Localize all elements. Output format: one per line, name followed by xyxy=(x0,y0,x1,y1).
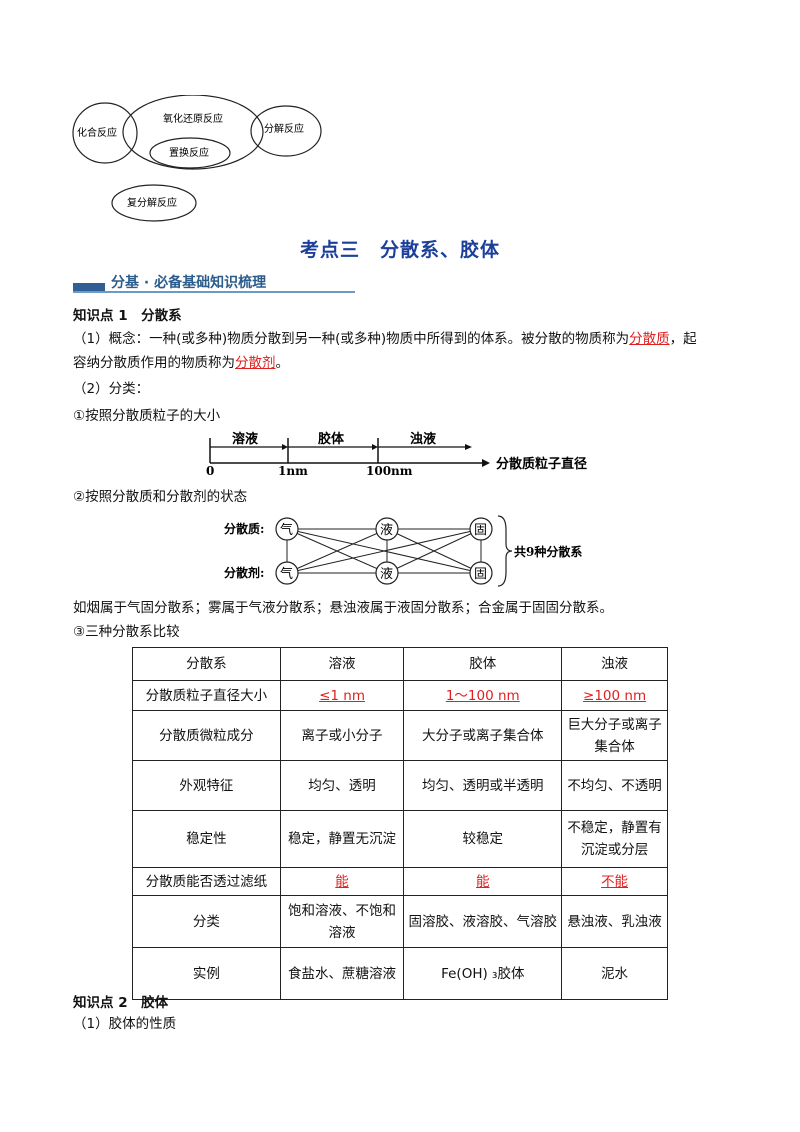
dispersant-term: 分散剂 xyxy=(235,355,276,371)
venn-displacement-label: 置换反应 xyxy=(169,146,209,159)
table-cell: 不均匀、不透明 xyxy=(561,760,668,811)
table-cell: 1～100 nm xyxy=(403,680,563,711)
row-label: 稳定性 xyxy=(132,810,281,868)
table-cell: 均匀、透明 xyxy=(279,760,405,811)
table-cell: 离子或小分子 xyxy=(279,710,405,761)
table-row: 分散质微粒成分 离子或小分子 大分子或离子集合体 巨大分子或离子集合体 xyxy=(132,710,668,761)
solid-top: 固 xyxy=(474,523,487,538)
banner-text: 分基 · 必备基础知识梳理 xyxy=(111,275,267,291)
kp2-properties: （1）胶体的性质 xyxy=(73,1016,177,1032)
table-header-cell: 溶液 xyxy=(279,647,405,681)
total-combinations-label: 共9种分散系 xyxy=(514,544,582,559)
axis-seg-solution: 溶液 xyxy=(232,431,258,447)
table-cell: 均匀、透明或半透明 xyxy=(403,760,563,811)
axis-tick-0: 0 xyxy=(206,464,214,476)
kp1-compare: ③三种分散系比较 xyxy=(73,624,180,640)
kp1-by-state: ②按照分散质和分散剂的状态 xyxy=(73,489,248,505)
venn-combination-label: 化合反应 xyxy=(77,126,117,139)
kp1-classify: （2）分类： xyxy=(73,381,150,397)
table-cell: ≤1 nm xyxy=(279,680,405,711)
table-row: 实例 食盐水、蔗糖溶液 Fe(OH) ₃胶体 泥水 xyxy=(132,947,668,1000)
row-label: 分散质粒子直径大小 xyxy=(132,680,281,711)
section-title: 考点三 分散系、胶体 xyxy=(299,239,500,261)
table-cell: 巨大分子或离子集合体 xyxy=(561,710,668,761)
row-label: 分散质微粒成分 xyxy=(132,710,281,761)
axis-label: 分散质粒子直径 xyxy=(496,456,587,472)
row-label: 外观特征 xyxy=(132,760,281,811)
table-cell: Fe(OH) ₃胶体 xyxy=(403,947,563,1000)
table-cell: 不稳定，静置有沉淀或分层 xyxy=(561,810,668,868)
table-cell: 稳定，静置无沉淀 xyxy=(279,810,405,868)
dispersion-state-diagram: 分散质: 分散剂: 气 液 固 气 液 固 共9种分散系 xyxy=(224,515,582,587)
table-cell: 食盐水、蔗糖溶液 xyxy=(279,947,405,1000)
venn-redox-label: 氧化还原反应 xyxy=(163,112,223,125)
banner-block xyxy=(73,283,105,291)
table-cell: ≥100 nm xyxy=(561,680,668,711)
axis-tick-100nm: 100nm xyxy=(366,464,413,476)
table-cell: 固溶胶、液溶胶、气溶胶 xyxy=(403,895,563,948)
dispersion-comparison-table: 分散系 溶液 胶体 浊液 分散质粒子直径大小 ≤1 nm 1～100 nm ≥1… xyxy=(132,647,668,1000)
dispersoid-term: 分散质 xyxy=(629,331,670,347)
kp2-heading: 知识点 2 胶体 xyxy=(73,995,169,1011)
solid-bottom: 固 xyxy=(474,567,487,582)
liquid-bottom: 液 xyxy=(380,567,393,582)
concept-text-2: ，起 xyxy=(669,331,697,347)
table-cell: 泥水 xyxy=(561,947,668,1000)
concept-text-1: （1）概念：一种(或多种)物质分散到另一种(或多种)物质中所得到的体系。被分散的… xyxy=(73,331,630,347)
table-row: 分类 饱和溶液、不饱和溶液 固溶胶、液溶胶、气溶胶 悬浊液、乳浊液 xyxy=(132,895,668,948)
axis-seg-suspension: 浊液 xyxy=(410,431,436,447)
venn-double-decomposition-label: 复分解反应 xyxy=(127,196,177,209)
row-label: 分类 xyxy=(132,895,281,948)
table-cell: 悬浊液、乳浊液 xyxy=(561,895,668,948)
table-row: 分散质粒子直径大小 ≤1 nm 1～100 nm ≥100 nm xyxy=(132,680,668,711)
reaction-relationship-diagram: 化合反应 氧化还原反应 置换反应 分解反应 复分解反应 xyxy=(72,95,322,222)
table-cell: 较稳定 xyxy=(403,810,563,868)
kp1-by-size: ①按照分散质粒子的大小 xyxy=(73,408,221,424)
section-banner: 分基 · 必备基础知识梳理 xyxy=(73,271,355,293)
axis-seg-colloid: 胶体 xyxy=(318,431,345,447)
concept-text-3: 容纳分散质作用的物质称为 xyxy=(73,355,235,371)
banner-underline xyxy=(73,291,355,293)
kp1-concept-line2: 容纳分散质作用的物质称为分散剂。 xyxy=(73,352,289,374)
table-header-cell: 胶体 xyxy=(403,647,563,681)
kp1-examples: 如烟属于气固分散系；雾属于气液分散系；悬浊液属于液固分散系；合金属于固固分散系。 xyxy=(73,600,613,616)
table-row: 外观特征 均匀、透明 均匀、透明或半透明 不均匀、不透明 xyxy=(132,760,668,811)
venn-decomposition-label: 分解反应 xyxy=(264,122,304,135)
gas-top: 气 xyxy=(280,522,293,538)
particle-size-axis: 溶液 胶体 浊液 0 1nm 100nm 分散质粒子直径 xyxy=(206,431,587,476)
table-row: 稳定性 稳定，静置无沉淀 较稳定 不稳定，静置有沉淀或分层 xyxy=(132,810,668,868)
table-header-row: 分散系 溶液 胶体 浊液 xyxy=(132,647,668,681)
table-cell: 饱和溶液、不饱和溶液 xyxy=(279,895,405,948)
table-row: 分散质能否透过滤纸 能 能 不能 xyxy=(132,867,668,896)
table-cell: 能 xyxy=(279,867,405,896)
concept-text-4: 。 xyxy=(275,355,290,371)
table-header-cell: 分散系 xyxy=(132,647,281,681)
kp1-heading: 知识点 1 分散系 xyxy=(73,308,182,324)
table-header-cell: 浊液 xyxy=(561,647,668,681)
kp1-concept: （1）概念：一种(或多种)物质分散到另一种(或多种)物质中所得到的体系。被分散的… xyxy=(73,328,733,350)
gas-bottom: 气 xyxy=(280,566,293,582)
table-cell: 大分子或离子集合体 xyxy=(403,710,563,761)
dispersant-row-label: 分散剂: xyxy=(224,565,264,580)
liquid-top: 液 xyxy=(380,523,393,538)
row-label: 分散质能否透过滤纸 xyxy=(132,867,281,896)
axis-tick-1nm: 1nm xyxy=(278,464,308,476)
table-cell: 能 xyxy=(403,867,563,896)
dispersoid-row-label: 分散质: xyxy=(224,521,264,536)
table-cell: 不能 xyxy=(561,867,668,896)
